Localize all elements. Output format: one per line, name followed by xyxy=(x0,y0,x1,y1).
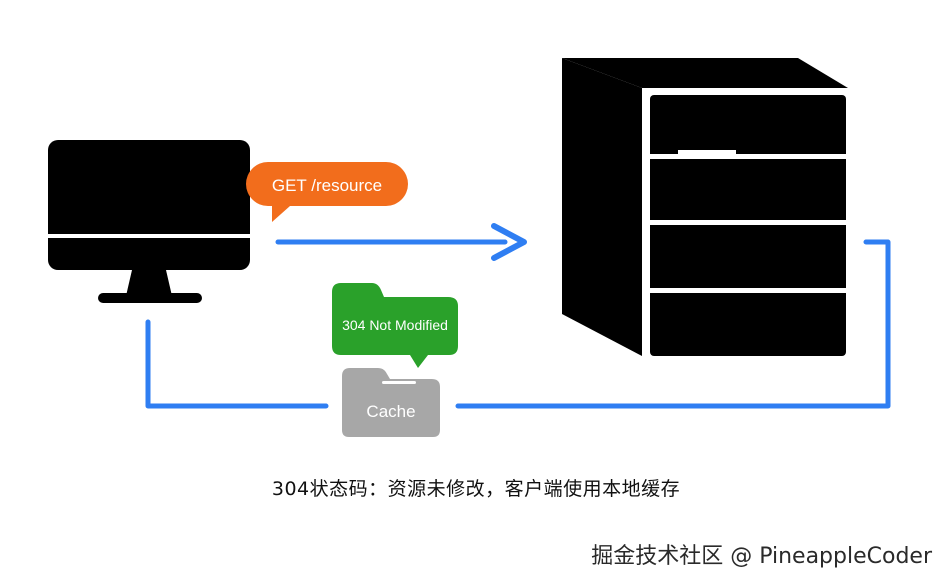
diagram-caption: 304状态码：资源未修改，客户端使用本地缓存 xyxy=(271,478,681,500)
watermark-text: 掘金技术社区 @ PineappleCoder xyxy=(591,544,932,569)
folder-icon: Cache xyxy=(342,368,440,437)
response-label: 304 Not Modified xyxy=(342,317,448,333)
computer-monitor-icon xyxy=(48,140,250,303)
response-path xyxy=(145,239,891,409)
cache-label: Cache xyxy=(366,402,415,421)
request-bubble: GET /resource xyxy=(246,162,408,222)
request-arrow xyxy=(275,223,527,261)
response-bubble: 304 Not Modified xyxy=(332,283,458,368)
server-rack-icon xyxy=(562,58,848,356)
request-label: GET /resource xyxy=(272,176,382,195)
